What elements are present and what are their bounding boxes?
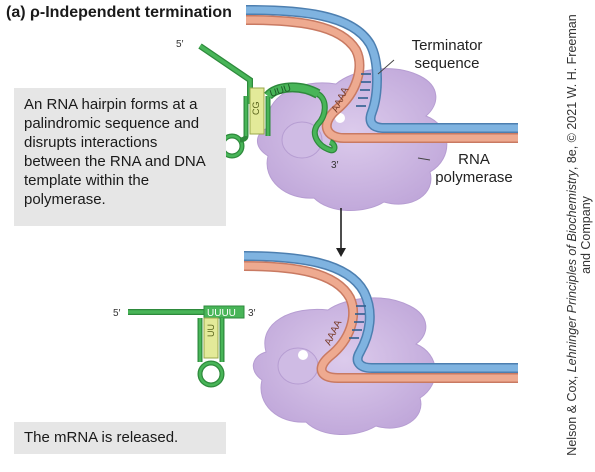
credit-suffix: , 8e, © 2021 W. H. Freeman bbox=[565, 14, 579, 171]
caption-step2: The mRNA is released. bbox=[14, 422, 226, 454]
rna-polymerase-bottom bbox=[252, 297, 436, 436]
rnap-label-line1: RNA bbox=[458, 151, 490, 168]
copyright-credit: Nelson & Cox, Lehninger Principles of Bi… bbox=[565, 14, 593, 455]
figure-title: (a) ρ-Independent termination bbox=[6, 4, 232, 21]
credit-prefix: Nelson & Cox, bbox=[565, 372, 579, 456]
three-prime-label-top: 3′ bbox=[331, 160, 339, 171]
rnap-label-line2: polymerase bbox=[435, 169, 513, 186]
uu-label-bottom: UU bbox=[206, 324, 216, 337]
terminator-label-line2: sequence bbox=[414, 55, 480, 72]
hairpin-stem-bottom bbox=[203, 317, 219, 359]
terminator-sequence-label: Terminator sequence bbox=[392, 37, 502, 73]
caption-step1: An RNA hairpin forms at a palindromic se… bbox=[14, 88, 226, 226]
credit-line2: and Company bbox=[579, 196, 593, 274]
uuuu-label-bottom: UUUU bbox=[207, 308, 236, 319]
rna-polymerase-label: RNA polymerase bbox=[424, 151, 524, 187]
three-prime-label-bottom: 3′ bbox=[248, 308, 256, 319]
credit-book-title: Lehninger Principles of Biochemistry bbox=[565, 170, 579, 373]
terminator-base-pairs-top bbox=[356, 73, 371, 107]
process-arrow bbox=[336, 208, 346, 257]
terminator-label-line1: Terminator bbox=[411, 37, 483, 54]
five-prime-label-bottom: 5′ bbox=[113, 308, 121, 319]
terminator-base-pairs-bottom bbox=[349, 305, 366, 339]
cg-label-top: CG bbox=[251, 102, 261, 116]
five-prime-label-top: 5′ bbox=[176, 39, 184, 50]
rnap-leader bbox=[417, 157, 431, 161]
hairpin-stem-top bbox=[249, 87, 265, 135]
terminator-leader bbox=[377, 59, 395, 75]
